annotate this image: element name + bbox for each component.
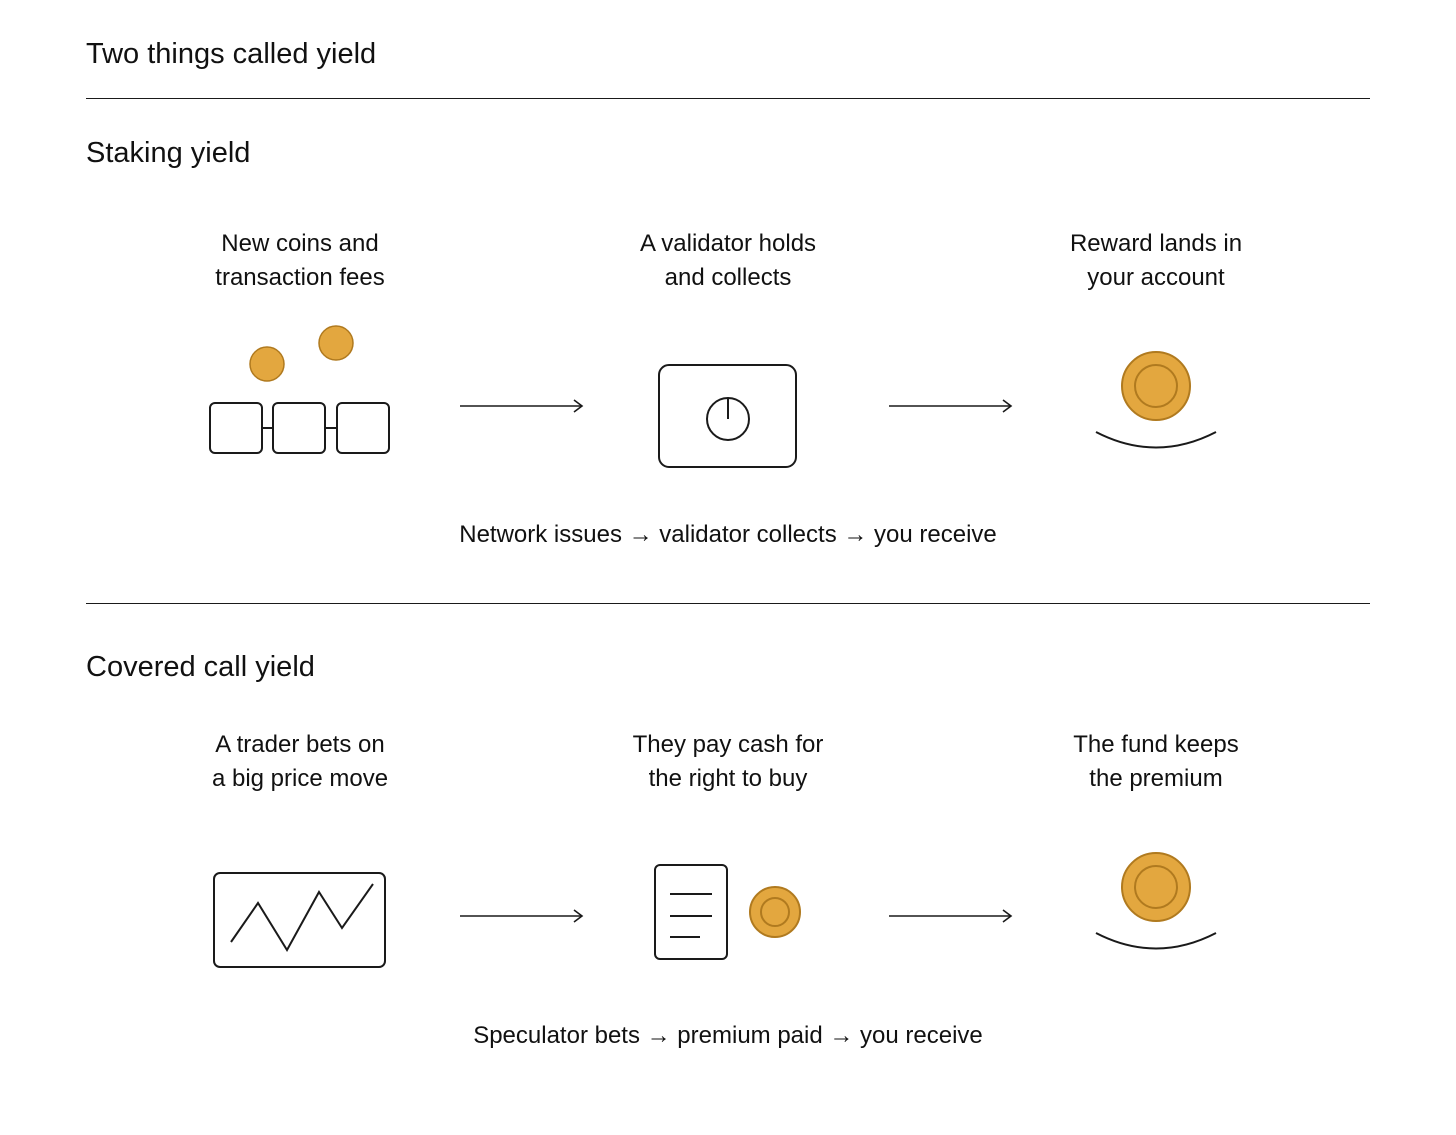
contract-and-coin-icon bbox=[654, 864, 801, 960]
staking-step-2-label: A validator holds and collects bbox=[639, 230, 817, 291]
arrow-right-icon bbox=[460, 399, 584, 413]
arrow-right-icon bbox=[889, 909, 1013, 923]
arrow-right-icon bbox=[460, 909, 584, 923]
price-chart-icon bbox=[213, 872, 386, 968]
covered-call-step-1-label: A trader bets on a big price move bbox=[211, 731, 389, 792]
staking-step-3-label: Reward lands in your account bbox=[1069, 230, 1243, 291]
covered-call-flow-summary: Speculator bets → premium paid → you rec… bbox=[473, 1022, 983, 1049]
coin-in-hand-icon bbox=[1095, 852, 1217, 950]
staking-yield-heading: Staking yield bbox=[86, 137, 251, 169]
page-title: Two things called yield bbox=[86, 38, 377, 70]
covered-call-step-3-label: The fund keeps the premium bbox=[1073, 731, 1239, 792]
covered-call-step-2-label: They pay cash for the right to buy bbox=[632, 731, 824, 792]
coin-in-hand-icon bbox=[1095, 351, 1217, 449]
top-divider bbox=[86, 98, 1370, 99]
validator-safe-icon bbox=[658, 364, 797, 468]
staking-flow-summary: Network issues → validator collects → yo… bbox=[459, 521, 997, 548]
arrow-right-icon bbox=[889, 399, 1013, 413]
coins-and-blocks-icon bbox=[209, 325, 390, 454]
section-divider bbox=[86, 603, 1370, 604]
covered-call-yield-heading: Covered call yield bbox=[86, 651, 315, 683]
staking-step-1-label: New coins and transaction fees bbox=[215, 230, 385, 291]
